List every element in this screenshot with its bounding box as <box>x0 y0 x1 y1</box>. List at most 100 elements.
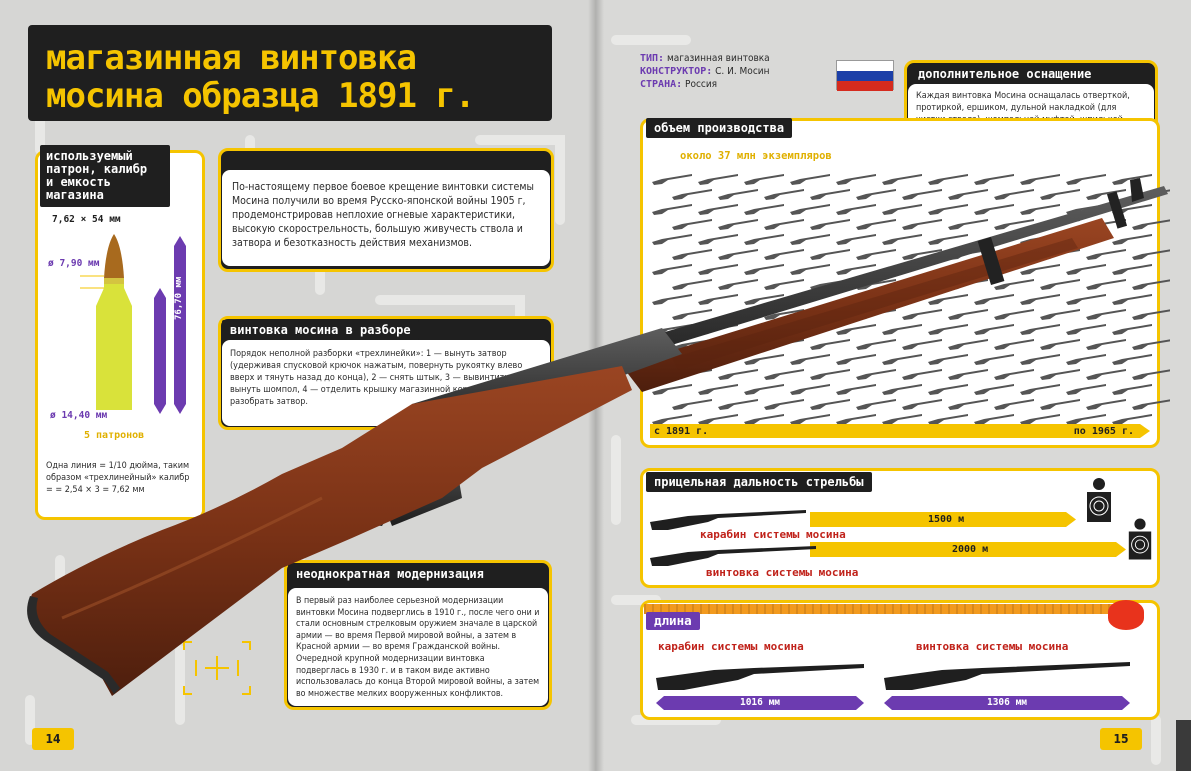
production-rifle-icon <box>994 339 1034 350</box>
production-rifle-icon <box>882 234 922 245</box>
cartridge-header-line-3: и емкость <box>46 175 112 189</box>
production-rifle-icon <box>1066 324 1106 335</box>
production-rifle-icon <box>810 189 850 200</box>
production-rifle-icon <box>1020 324 1060 335</box>
production-rifle-icon <box>1020 384 1060 395</box>
rifle-length-label: винтовка системы мосина <box>916 640 1069 653</box>
production-rifle-icon <box>718 399 758 410</box>
type-label: ТИП: <box>640 53 665 64</box>
production-rifle-icon <box>718 219 758 230</box>
production-from: с 1891 г. <box>654 426 709 437</box>
production-rifle-icon <box>882 354 922 365</box>
production-rifle-icon <box>1040 279 1080 290</box>
production-rifle-icon <box>836 414 876 425</box>
carbine-length-value: 1016 мм <box>739 697 781 708</box>
production-rifle-icon <box>698 414 738 425</box>
production-rifle-icon <box>974 324 1014 335</box>
production-rifle-icon <box>764 219 804 230</box>
production-rifle-icon <box>882 174 922 185</box>
production-rifle-icon <box>974 174 1014 185</box>
production-rifle-icon <box>836 204 876 215</box>
rifle-range-label: винтовка системы мосина <box>706 566 859 579</box>
production-rifle-icon <box>652 384 692 395</box>
production-rifle-icon <box>902 189 942 200</box>
page-number-left: 14 <box>32 728 74 750</box>
cartridge-header-line-4: магазина <box>46 188 104 202</box>
carbine-range-bar: 1500 м <box>810 512 1076 527</box>
production-rifle-icon <box>836 324 876 335</box>
modernization-header: неоднократная модернизация <box>288 564 492 584</box>
production-rifle-icon <box>1112 384 1152 395</box>
production-rifle-icon <box>882 204 922 215</box>
production-rifle-icon <box>810 369 850 380</box>
production-rifle-icon <box>698 294 738 305</box>
production-rifle-icon <box>1040 369 1080 380</box>
production-rifle-icon <box>1020 174 1060 185</box>
carbine-range-label: карабин системы мосина <box>700 528 846 541</box>
production-rifle-icon <box>764 189 804 200</box>
production-rifle-icon <box>1112 264 1152 275</box>
production-rifle-icon <box>882 384 922 395</box>
production-rifle-icon <box>1132 369 1170 380</box>
production-rifle-icon <box>698 264 738 275</box>
production-rifle-icon <box>810 219 850 230</box>
rifle-length-value: 1306 мм <box>986 697 1028 708</box>
production-rifle-icon <box>790 174 830 185</box>
production-header: объем производства <box>646 118 793 138</box>
diameter-top-label: ø 7,90 мм <box>48 258 100 269</box>
production-rifle-icon <box>790 354 830 365</box>
production-rifle-icon <box>672 399 712 410</box>
production-rifle-icon <box>994 399 1034 410</box>
production-rifle-icon <box>744 264 784 275</box>
production-rifle-icon <box>902 309 942 320</box>
production-rifle-icon <box>948 309 988 320</box>
production-rifle-icon <box>928 294 968 305</box>
production-rifle-icon <box>672 279 712 290</box>
production-rifle-icon <box>718 249 758 260</box>
country-value: Россия <box>685 79 718 90</box>
production-to: по 1965 г. <box>1073 426 1134 437</box>
production-rifle-icon <box>764 249 804 260</box>
production-rifle-icon <box>1066 174 1106 185</box>
extra-header: дополнительное оснащение <box>910 64 1100 84</box>
production-rifle-icon <box>810 339 850 350</box>
title-line-1: магазинная винтовка <box>46 38 417 78</box>
production-rifle-icon <box>1020 264 1060 275</box>
production-rifle-icon <box>1112 324 1152 335</box>
target-icon <box>1087 478 1111 522</box>
production-rifle-icon <box>994 219 1034 230</box>
disassembly-header: винтовка мосина в разборе <box>222 320 419 340</box>
production-rifle-icon <box>948 369 988 380</box>
carbine-silhouette-icon <box>650 510 806 530</box>
production-rifle-icon <box>698 234 738 245</box>
production-rifle-icon <box>764 309 804 320</box>
production-rifle-icon <box>882 414 922 425</box>
production-rifle-icon <box>856 249 896 260</box>
range-header: прицельная дальность стрельбы <box>646 472 872 492</box>
production-rifle-icon <box>1066 384 1106 395</box>
production-rifle-icon <box>836 354 876 365</box>
production-rifle-icon <box>1112 234 1152 245</box>
production-rifle-icon <box>948 339 988 350</box>
production-rifle-icon <box>902 249 942 260</box>
production-rifle-icon <box>902 339 942 350</box>
capacity-label: 5 патронов <box>84 430 145 441</box>
production-rifle-icon <box>902 369 942 380</box>
diameter-base-label: ø 14,40 мм <box>50 410 108 421</box>
production-rifle-icon <box>1086 309 1126 320</box>
cartridge-header-line-2: патрон, калибр <box>46 162 148 176</box>
production-rifle-icon <box>744 294 784 305</box>
production-rifle-icon <box>1086 339 1126 350</box>
production-rifle-icon <box>1086 279 1126 290</box>
production-rifle-icon <box>672 309 712 320</box>
country-label: СТРАНА: <box>640 79 683 90</box>
ruler-strip <box>644 604 1114 614</box>
type-value: магазинная винтовка <box>666 53 770 64</box>
production-rifle-icon <box>1132 279 1170 290</box>
production-rifle-icon <box>1040 309 1080 320</box>
production-rifle-icon <box>974 414 1014 425</box>
crosshair-icon <box>183 641 251 695</box>
production-rifle-icon <box>1132 249 1170 260</box>
production-rifle-icon <box>718 279 758 290</box>
tape-measure-icon <box>1108 600 1144 630</box>
